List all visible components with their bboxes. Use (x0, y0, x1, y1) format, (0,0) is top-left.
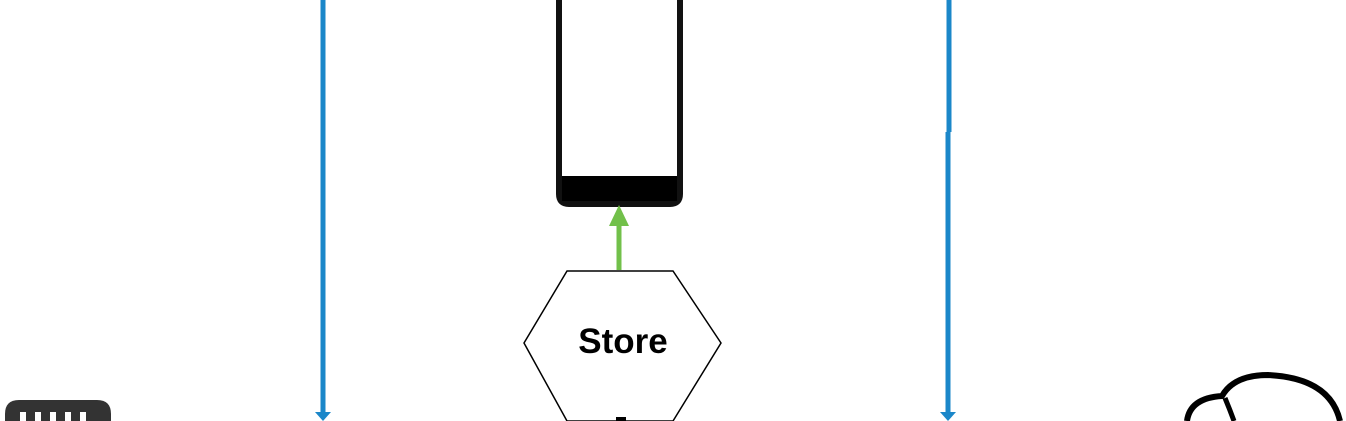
cloud-icon (1184, 371, 1343, 421)
store-to-phone-arrow (609, 205, 629, 270)
store-node: Store (523, 270, 722, 421)
server-rack-icon (5, 400, 111, 421)
left-flow-arrow (315, 0, 331, 421)
store-label: Store (578, 322, 667, 361)
smartphone-icon (556, 0, 683, 207)
right-flow-arrow (940, 0, 956, 421)
